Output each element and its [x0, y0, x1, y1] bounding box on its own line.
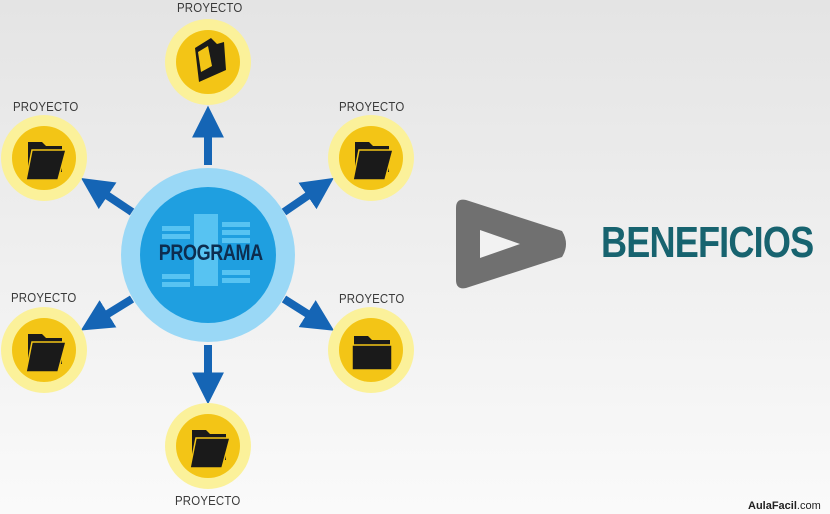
project-node-bottom — [165, 403, 251, 489]
play-arrow-icon — [456, 199, 566, 289]
project-node-upper-left — [1, 115, 87, 201]
brand-logo: AulaFacil.com — [748, 500, 821, 512]
benefits-title: BENEFICIOS — [601, 218, 814, 267]
folder-icon — [25, 334, 67, 373]
project-label-bottom: PROYECTO — [175, 493, 241, 508]
project-node-lower-left — [1, 307, 87, 393]
brand-suffix: .com — [796, 500, 821, 512]
project-label-top: PROYECTO — [177, 0, 243, 15]
project-node-upper-right — [328, 115, 414, 201]
connector-arrows — [80, 105, 335, 405]
arrow-lower-right — [281, 295, 335, 331]
project-label-upper-left: PROYECTO — [13, 99, 79, 114]
folder-icon — [25, 142, 67, 181]
project-label-upper-right: PROYECTO — [339, 99, 405, 114]
program-node — [121, 168, 295, 342]
brand-name: AulaFacil — [748, 500, 797, 512]
project-node-top — [165, 19, 251, 105]
folder-icon — [352, 142, 394, 181]
folder-icon — [195, 38, 226, 82]
folder-icon — [351, 336, 393, 371]
folder-icon — [189, 430, 231, 469]
project-node-lower-right — [328, 307, 414, 393]
arrow-upper-left — [81, 178, 135, 216]
program-building-icon — [162, 214, 250, 287]
program-label: PROGRAMA — [158, 240, 263, 265]
project-label-lower-left: PROYECTO — [11, 290, 77, 305]
arrow-upper-right — [281, 177, 334, 216]
arrow-lower-left — [80, 295, 135, 331]
project-label-lower-right: PROYECTO — [339, 291, 405, 306]
